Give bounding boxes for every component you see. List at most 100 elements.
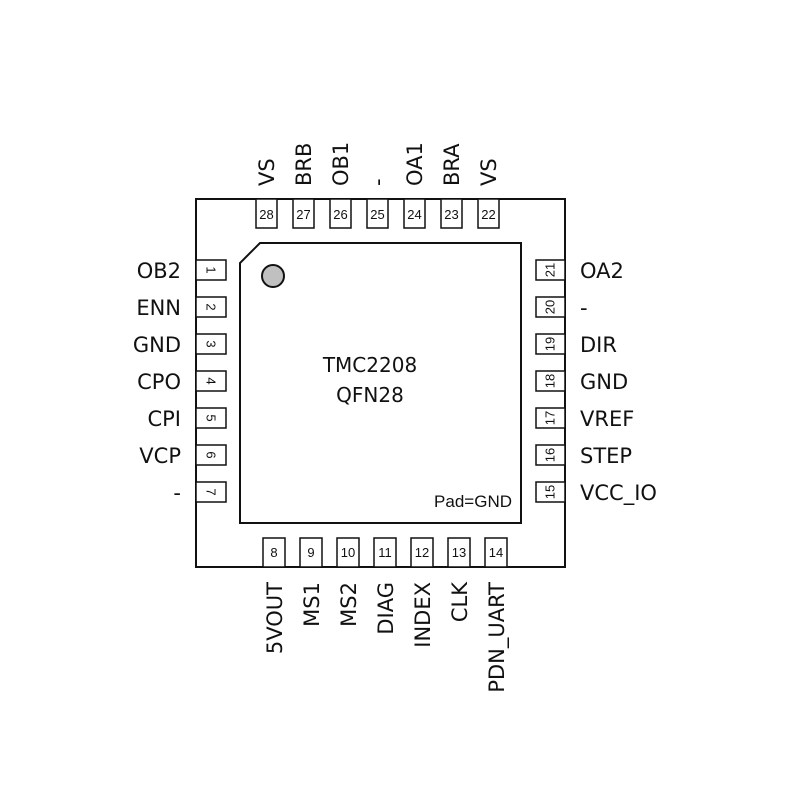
pin-label: OA1 [403, 142, 427, 186]
pin-box [255, 198, 278, 229]
pin-box [195, 259, 227, 281]
pin-box [195, 481, 227, 503]
pin-label: VS [255, 158, 279, 186]
pin-label: BRB [292, 143, 316, 186]
pin-26: 26 OB1 [329, 142, 353, 229]
pin-23: 23 BRA [440, 143, 464, 229]
pin-label: MS2 [337, 582, 361, 627]
pin-number: 16 [543, 448, 558, 462]
pin-box [292, 198, 315, 229]
pin-6: 6 VCP [139, 444, 227, 468]
pin-21: 21 OA2 [535, 259, 624, 283]
pin-number: 7 [204, 488, 219, 495]
pin-number: 8 [270, 545, 277, 560]
pin-20: 20 - [535, 296, 588, 320]
pin-box [262, 537, 286, 568]
pin-number: 28 [259, 207, 273, 222]
pin-label: 5VOUT [263, 582, 287, 654]
pin-number: 10 [341, 545, 355, 560]
pin-box [440, 198, 463, 229]
chip-name: TMC2208 [322, 353, 417, 377]
pin-number: 19 [543, 337, 558, 351]
pin-number: 9 [307, 545, 314, 560]
pin-label: STEP [580, 444, 632, 468]
pin-box [195, 407, 227, 429]
pin-box [195, 370, 227, 392]
pin-box [535, 444, 566, 466]
pin-number: 25 [370, 207, 384, 222]
pin-25: 25 - [366, 178, 390, 229]
pin-number: 15 [543, 485, 558, 499]
pin-box [535, 259, 566, 281]
pin-number: 26 [333, 207, 347, 222]
pin-box [484, 537, 508, 568]
pin-box [403, 198, 426, 229]
pin-18: 18 GND [535, 370, 628, 394]
pin-box [410, 537, 434, 568]
pin-number: 11 [378, 545, 392, 560]
pin-7: 7- [173, 481, 227, 505]
pin-number: 6 [204, 451, 219, 458]
pin-28: 28 VS [255, 158, 279, 229]
pin-box [477, 198, 500, 229]
pin-number: 27 [296, 207, 310, 222]
pin-number: 5 [204, 414, 219, 421]
pin-box [195, 333, 227, 355]
pin-label: ENN [136, 296, 181, 320]
pin-label: PDN_UART [485, 582, 510, 693]
pin-label: CPI [147, 407, 181, 431]
pin-number: 23 [444, 207, 458, 222]
pin-box [535, 333, 566, 355]
pin-box [535, 370, 566, 392]
pin-box [336, 537, 360, 568]
pin-label: CLK [448, 581, 472, 622]
pin-label: OA2 [580, 259, 624, 283]
chip-package: QFN28 [336, 383, 404, 407]
pin-box [195, 296, 227, 318]
pin-box [535, 296, 566, 318]
pin-box [195, 444, 227, 466]
pin-label: - [366, 178, 390, 186]
pin-number: 21 [543, 263, 558, 277]
pin-16: 16 STEP [535, 444, 632, 468]
pin-box [329, 198, 352, 229]
pin-number: 14 [489, 545, 503, 560]
pin-number: 20 [543, 300, 558, 314]
pin-number: 22 [481, 207, 495, 222]
pin-label: INDEX [411, 582, 435, 648]
pin-5: 5 CPI [147, 407, 227, 431]
pin-label: GND [580, 370, 628, 394]
pin-number: 13 [452, 545, 466, 560]
pin-number: 1 [204, 266, 219, 273]
pin-number: 3 [204, 340, 219, 347]
pin-label: CPO [137, 370, 181, 394]
pin-label: OB1 [329, 142, 353, 186]
pin-label: VCP [139, 444, 181, 468]
pin-box [535, 481, 566, 503]
pin-box [366, 198, 389, 229]
pin-label: - [580, 296, 588, 320]
pin-label: VREF [580, 407, 634, 431]
pin-number: 12 [415, 545, 429, 560]
pad-label: Pad=GND [434, 492, 512, 511]
pin-label: MS1 [300, 582, 324, 627]
pin-label: BRA [440, 143, 464, 186]
pin-label: GND [133, 333, 181, 357]
pin-number: 18 [543, 374, 558, 388]
pin-label: VS [477, 158, 501, 186]
pin-8: 8 5VOUT [262, 537, 287, 654]
pin-27: 27 BRB [292, 143, 316, 229]
pin-3: 3 GND [133, 333, 227, 357]
